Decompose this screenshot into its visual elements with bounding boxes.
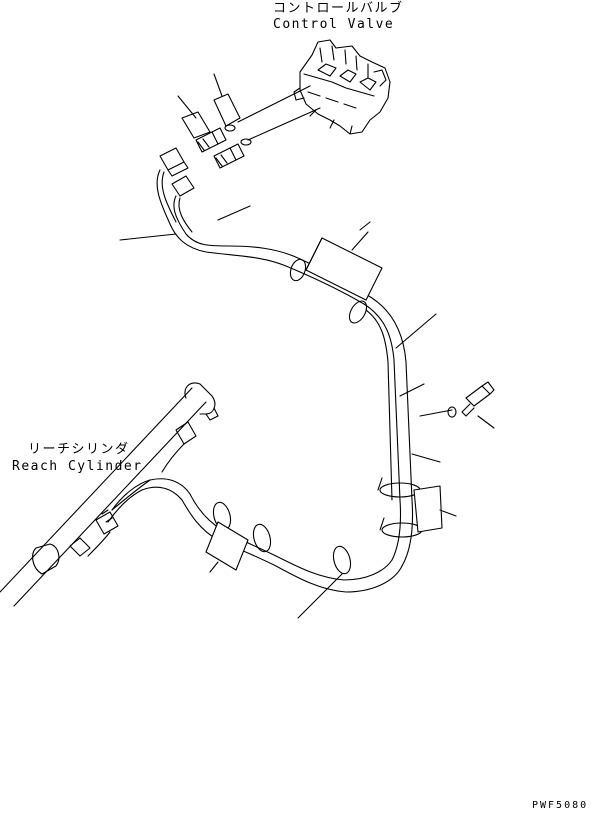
drawing-code: PWF5080 — [532, 800, 589, 811]
bolt — [461, 381, 495, 417]
reach-cylinder-label-en: Reach Cylinder — [12, 459, 143, 474]
control-valve — [293, 39, 391, 135]
washer — [447, 406, 457, 418]
adapter-fitting-2 — [213, 143, 245, 169]
control-valve-label-jp: コントロールバルブ — [273, 1, 404, 16]
control-valve-label-en: Control Valve — [273, 17, 395, 32]
reach-cylinder-label-jp: リーチシリンダ — [28, 442, 130, 457]
reach-cylinder — [0, 382, 219, 607]
adapter-fitting-1 — [195, 127, 227, 153]
